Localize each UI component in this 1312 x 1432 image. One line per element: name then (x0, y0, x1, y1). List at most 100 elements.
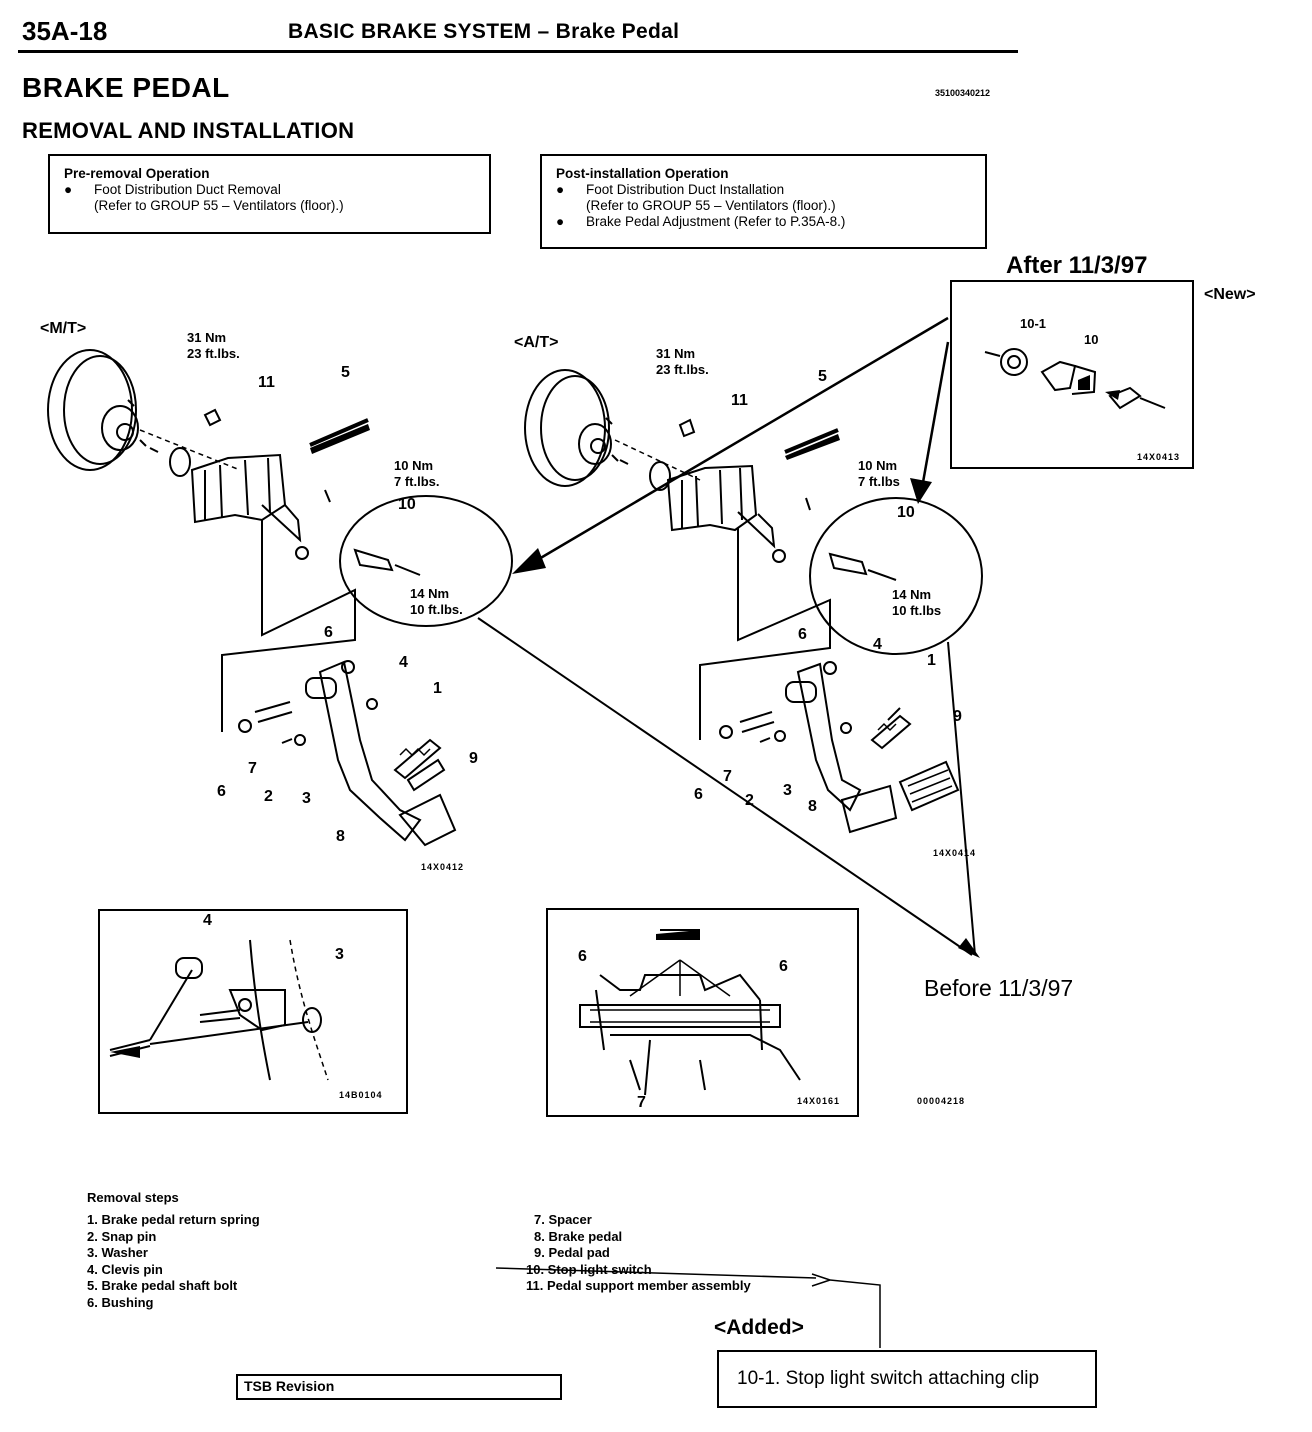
pre-removal-heading: Pre-removal Operation (64, 166, 210, 181)
at-torque-14nm: 14 Nm (892, 587, 932, 602)
at-callout-10: 10 (897, 504, 915, 521)
new-callout-10-1: 10-1 (1020, 316, 1047, 331)
page-subtitle: REMOVAL AND INSTALLATION (22, 118, 355, 143)
mt-callout-8: 8 (336, 828, 345, 845)
at-pedal-support (666, 464, 831, 740)
post-installation-item: Brake Pedal Adjustment (Refer to P.35A-8… (586, 214, 846, 229)
removal-step: 8. Brake pedal (534, 1228, 623, 1244)
removal-step: 9. Pedal pad (534, 1245, 610, 1260)
added-label: <Added> (714, 1316, 804, 1339)
header-rule (18, 50, 1018, 53)
at-callout-11: 11 (731, 392, 748, 409)
mt-torque-23ftlbs: 23 ft.lbs. (187, 346, 240, 361)
at-pedal-arm (739, 662, 898, 834)
at-callout-2: 2 (745, 792, 754, 809)
at-brake-booster (524, 369, 671, 491)
post-installation-item: Foot Distribution Duct Installation (586, 182, 785, 197)
mt-callout-6: 6 (324, 624, 333, 641)
at-callout-6b: 6 (694, 786, 703, 803)
removal-step: 2. Snap pin (87, 1228, 157, 1244)
page-number: 35A-18 (22, 16, 108, 46)
bullet-icon: ● (556, 182, 565, 197)
new-figure-code: 14X0413 (1137, 452, 1181, 462)
page-title: BRAKE PEDAL (22, 72, 230, 103)
mt-callout-6b: 6 (217, 783, 226, 800)
new-callout-10: 10 (1084, 332, 1099, 347)
at-torque-31nm: 31 Nm (656, 346, 696, 361)
detail2-callout-6-right: 6 (779, 958, 788, 975)
at-switch-detail-circle (809, 497, 983, 655)
removal-step: 7. Spacer (534, 1212, 592, 1227)
post-installation-item-reference: (Refer to GROUP 55 – Ventilators (floor)… (586, 198, 836, 213)
pre-removal-item-reference: (Refer to GROUP 55 – Ventilators (floor)… (94, 198, 344, 213)
at-callout-4: 4 (873, 636, 882, 653)
clevis-pin-detail-drawing (109, 939, 329, 1081)
mt-torque-10nm: 10 Nm (394, 458, 434, 473)
post-installation-box: Post-installation Operation ● Foot Distri… (540, 154, 987, 249)
at-callout-9: 9 (953, 708, 962, 725)
mt-pedal-arm (254, 660, 457, 847)
at-callout-1: 1 (927, 652, 936, 669)
detail1-callout-4: 4 (203, 912, 212, 929)
new-switch-clip (984, 348, 1166, 410)
tsb-revision-box: TSB Revision (236, 1374, 562, 1400)
at-callout-3: 3 (783, 782, 792, 799)
at-return-spring (870, 707, 912, 750)
removal-steps-left: 1. Brake pedal return spring 2. Snap pin… (87, 1212, 260, 1311)
mt-label: <M/T> (40, 320, 87, 337)
mt-brake-booster (47, 349, 191, 477)
at-callout-7: 7 (723, 768, 732, 785)
mt-callout-9: 9 (469, 750, 478, 767)
mt-callout-3: 3 (302, 790, 311, 807)
at-callout-5: 5 (818, 368, 827, 385)
at-torque-7ftlbs: 7 ft.lbs (858, 474, 900, 489)
detail1-figure-code: 14B0104 (339, 1090, 383, 1100)
at-figure-code: 14X0414 (933, 848, 977, 858)
mt-torque-31nm: 31 Nm (187, 330, 227, 345)
added-leader-line (829, 1279, 881, 1348)
arrowheads (110, 375, 1120, 1058)
removal-steps-heading: Removal steps (87, 1190, 179, 1205)
at-torque-23ftlbs: 23 ft.lbs. (656, 362, 709, 377)
detail2-callout-7: 7 (637, 1094, 646, 1111)
removal-step: 1. Brake pedal return spring (87, 1212, 260, 1227)
mt-torque-7ftlbs: 7 ft.lbs. (394, 474, 440, 489)
removal-steps-right: 7. Spacer 8. Brake pedal 9. Pedal pad 10… (526, 1212, 751, 1295)
document-code: 35100340212 (935, 88, 991, 98)
post-installation-heading: Post-installation Operation (556, 166, 729, 181)
mt-callout-7: 7 (248, 760, 257, 777)
detail2-callout-6-left: 6 (578, 948, 587, 965)
bushing-spacer-detail-drawing (579, 929, 801, 1096)
after-date-label: After 11/3/97 (1006, 252, 1148, 279)
added-note-box: 10-1. Stop light switch attaching clip (717, 1350, 1097, 1408)
removal-step: 10. Stop light switch (526, 1261, 652, 1277)
section-title: BASIC BRAKE SYSTEM – Brake Pedal (288, 20, 680, 43)
new-switch-inset (950, 280, 1194, 469)
removal-step: 11. Pedal support member assembly (526, 1278, 751, 1293)
removal-step: 3. Washer (87, 1245, 148, 1260)
at-torque-10ftlbs: 10 ft.lbs (892, 603, 942, 618)
bullet-icon: ● (556, 214, 565, 229)
at-pedal-pad (898, 760, 960, 812)
bullet-icon: ● (64, 182, 73, 197)
at-torque-10nm: 10 Nm (858, 458, 898, 473)
new-label: <New> (1204, 286, 1256, 303)
figure-code: 00004218 (917, 1096, 966, 1106)
clevis-pin-detail-box (98, 909, 408, 1114)
removal-step: 4. Clevis pin (87, 1261, 163, 1277)
detail1-callout-3: 3 (335, 946, 344, 963)
mt-callout-2: 2 (264, 788, 273, 805)
at-label: <A/T> (514, 334, 559, 351)
pre-removal-box: Pre-removal Operation ●Foot Distribution… (48, 154, 491, 234)
mt-figure-code: 14X0412 (421, 862, 465, 872)
detail2-figure-code: 14X0161 (797, 1096, 841, 1106)
mt-switch-detail-circle (339, 495, 513, 627)
before-date-label: Before 11/3/97 (924, 975, 1074, 1001)
mt-pedal-support (190, 453, 356, 732)
mt-callout-10: 10 (398, 496, 416, 513)
bushing-spacer-detail-box (546, 908, 859, 1117)
tsb-revision-label: TSB Revision (244, 1378, 335, 1394)
mt-callout-4: 4 (399, 654, 408, 671)
removal-step: 6. Bushing (87, 1294, 154, 1310)
